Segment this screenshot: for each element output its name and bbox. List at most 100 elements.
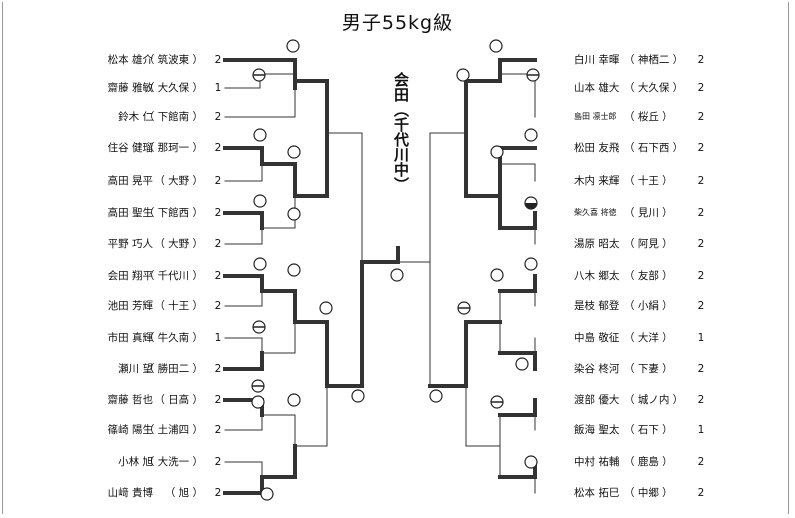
entrant-name: 住谷 健瑠 [107,142,153,154]
win-circle-icon [253,128,267,142]
entrant-score: 2 [697,142,705,154]
entrant-score: 2 [697,456,705,468]
entrant-score: 2 [697,363,705,375]
entrant-row: 飯海 聖太（ 石下 ）1 [556,422,716,438]
entrant-score: 2 [697,300,705,312]
entrant-row: 白川 幸暉（ 神栖二 ）2 [556,52,716,68]
entrant-row: 柴久喜 将徳（ 見川 ）2 [556,205,716,221]
entrant-name: 山本 雄大 [574,82,620,94]
entrant-name: 中村 祐輔 [574,456,620,468]
entrant-score: 2 [697,394,705,406]
entrant-school: （ 石下西 ） [624,142,684,154]
entrant-score: 1 [214,82,222,94]
entrant-row: 中島 敬征（ 大洋 ）1 [556,330,716,346]
entrant-name: 瀬川 望 [118,363,153,375]
entrant-score: 1 [697,332,705,344]
win-circle-icon [351,389,365,403]
entrant-school: （ 那珂一 ） [143,142,203,154]
entrant-name: 山﨑 貴博 [107,487,153,499]
entrant-score: 2 [214,238,222,250]
win-circle-icon [287,145,301,159]
entrant-row: 高田 聖生（ 下館西 ）2 [60,205,223,221]
entrant-school: （ 下館南 ） [143,111,203,123]
entrant-name: 松本 雄介 [107,54,153,66]
page-title: 男子55kg級 [341,12,454,34]
entrant-score: 2 [214,363,222,375]
win-circle-icon [287,207,301,221]
entrant-name: 市田 真輝 [107,332,153,344]
win-circle-icon [251,395,265,409]
entrant-row: 市田 真輝（ 牛久南 ） 1 [60,330,223,346]
win-circle-icon [390,268,404,282]
entrant-row: 瀬川 望（ 勝田二 ） 2 [60,361,223,377]
entrant-school: （ 石下 ） [624,424,673,436]
entrant-name: 篠崎 陽生 [107,424,153,436]
entrant-name: 高田 晃平 [107,175,153,187]
entrant-row: 山﨑 貴博 （ 旭 ） 2 [60,485,223,501]
entrant-name: 飯海 聖太 [574,424,620,436]
entrant-name: 染谷 柊河 [574,363,620,375]
entrant-row: 高田 晃平（ 大野 ）2 [60,173,223,189]
entrant-row: 山本 雄大（ 大久保 ）2 [556,80,716,96]
win-circle-icon [489,39,503,53]
entrant-row: 湯原 昭太（ 阿見 ）2 [556,236,716,252]
entrant-name: 湯原 昭太 [574,238,620,250]
entrant-name: 齋藤 哲也 [107,394,153,406]
entrant-school: （ 小絹 ） [624,300,673,312]
fusen-circle-icon [252,320,266,334]
entrant-school: （ 大洗一 ） [143,456,203,468]
win-circle-icon [319,301,333,315]
entrant-score: 2 [214,111,222,123]
entrant-score: 2 [214,207,222,219]
fusen-circle-icon [251,379,265,393]
entrant-row: 木内 来輝（ 十王 ）2 [556,173,716,189]
entrant-score: 2 [214,487,222,499]
fusen-circle-icon [252,68,266,82]
win-circle-icon [429,389,443,403]
entrant-score: 2 [697,175,705,187]
entrant-name: 松本 拓巳 [574,487,620,499]
entrant-row: 島田 凛士郎（ 桜丘 ）2 [556,109,716,125]
entrant-row: 是枝 郁登（ 小絹 ）2 [556,298,716,314]
entrant-school: （ 千代川 ） [143,270,203,282]
win-circle-icon [490,268,504,282]
entrant-row: 松本 雄介（ 筑波東 ）2 [60,52,223,68]
win-circle-icon [253,257,267,271]
win-circle-icon [286,39,300,53]
entrant-score: 1 [214,332,222,344]
entrant-school: （ 見川 ） [624,207,673,219]
entrant-school: （ 土浦四 ） [143,424,203,436]
win-circle-icon [524,257,538,271]
entrant-row: 松田 友飛（ 石下西 ）2 [556,140,716,156]
entrant-school: （ 勝田二 ） [143,363,203,375]
entrant-name: 渡部 優大 [574,394,620,406]
entrant-row: 染谷 柊河（ 下妻 ）2 [556,361,716,377]
entrant-score: 2 [214,456,222,468]
entrant-school: （ 友部 ） [624,270,673,282]
entrant-school: （ 下館西 ） [143,207,203,219]
entrant-row: 齋藤 雅敏（ 大久保 ）1 [60,80,223,96]
entrant-name: 中島 敬征 [574,332,620,344]
entrant-row: 齋藤 哲也（ 日高 ） 2 [60,392,223,408]
entrant-score: 2 [214,270,222,282]
entrant-name: 島田 凛士郎 [574,112,617,121]
entrant-school: （ 神栖二 ） [624,54,684,66]
entrant-score: 2 [214,394,222,406]
entrant-score: 2 [214,54,222,66]
entrant-school: （ 中郷 ） [624,487,673,499]
entrant-school: （ 大野 ） [154,175,203,187]
entrant-score: 2 [697,82,705,94]
entrant-school: （ 旭 ） [164,487,203,499]
entrant-score: 2 [697,54,705,66]
entrant-name: 柴久喜 将徳 [574,208,617,217]
fusen-circle-icon [457,301,471,315]
page-frame [2,2,789,514]
entrant-school: （ 牛久南 ） [143,332,203,344]
entrant-school: （ 城ノ内 ） [624,394,684,406]
entrant-score: 2 [697,111,705,123]
win-circle-icon [456,68,470,82]
win-circle-icon [515,357,529,371]
win-circle-icon [524,455,538,469]
entrant-school: （ 日高 ） [154,394,203,406]
entrant-score: 2 [214,424,222,436]
